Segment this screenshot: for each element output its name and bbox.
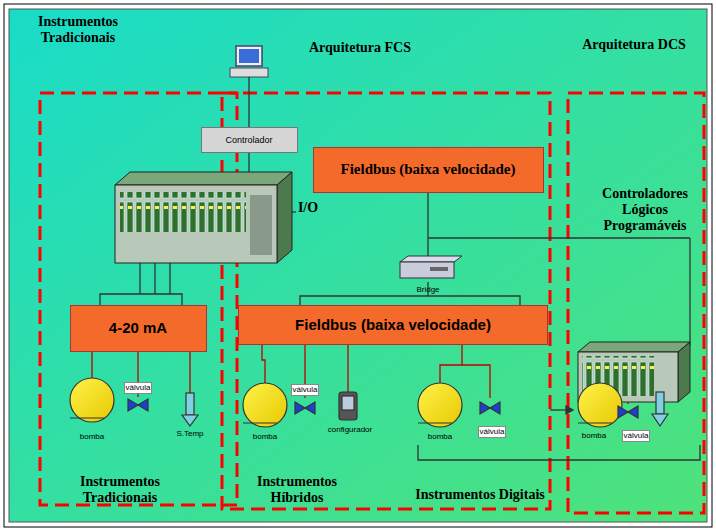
- box-text: 4-20 mA: [109, 319, 167, 336]
- fieldbus-box: Fieldbus (baixa velocidade): [313, 147, 544, 193]
- region-label: Arquitetura DCS: [564, 37, 704, 53]
- region-label: Arquitetura FCS: [280, 40, 440, 56]
- device-label: válvula: [124, 382, 153, 393]
- region-label: Controladores Lógicos Programáveis: [583, 186, 708, 234]
- device-label: S.Temp: [170, 429, 210, 438]
- io-rack: [115, 172, 292, 263]
- bridge-icon: [400, 256, 462, 278]
- device-label: bomba: [245, 432, 285, 441]
- region-label: Instrumentos Híbridos: [237, 474, 357, 506]
- device-label: bomba: [72, 432, 112, 441]
- device-label: bomba: [577, 431, 611, 440]
- box-text: Fieldbus (baixa velocidade): [340, 161, 515, 178]
- device-label: Bridge: [408, 285, 448, 294]
- device-label: bomba: [420, 432, 460, 441]
- box-text: Fieldbus (baixa velocidade): [295, 316, 491, 333]
- region-label: Instrumentos Digitais: [380, 487, 580, 503]
- fieldbus-box: Fieldbus (baixa velocidade): [238, 305, 548, 345]
- device-label: válvula: [622, 430, 651, 441]
- region-label: I/O: [293, 200, 323, 216]
- field-devices: [70, 378, 668, 427]
- box-text: Controlador: [225, 135, 272, 145]
- device-label: válvula: [478, 426, 507, 437]
- analog-bus-box: 4-20 mA: [70, 305, 207, 352]
- controller-box: Controlador: [201, 127, 298, 153]
- region-label: Instrumentos Tradicionais: [18, 14, 138, 46]
- region-label: Instrumentos Tradicionais: [55, 474, 185, 506]
- device-label: configurador: [320, 425, 380, 434]
- computer-icon: [230, 46, 268, 77]
- device-label: válvula: [291, 384, 320, 395]
